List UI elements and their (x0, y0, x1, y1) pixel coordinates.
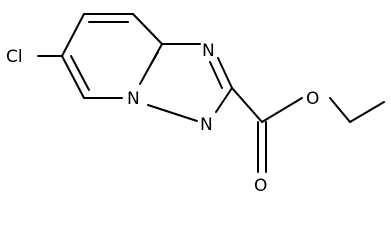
atom-label-o-carbonyl: O (254, 176, 267, 196)
bond-c2-c3 (132, 13, 163, 45)
bond-c5-c6-inner (70, 55, 90, 91)
bond-ch2-ch3 (349, 101, 385, 123)
atom-label-n-top: N (202, 41, 215, 61)
atom-label-cl: Cl (6, 47, 23, 67)
bond-ntop-c2prime-inner (209, 61, 223, 89)
atom-label-n-bridge: N (127, 89, 140, 109)
bond-c2prime-nbottom (215, 87, 233, 113)
bond-ntop-c2prime (217, 57, 233, 89)
bond-c2prime-ccarbonyl (231, 87, 263, 123)
bond-oester-ch2 (329, 97, 351, 123)
bond-c6-c1 (61, 13, 85, 57)
structure-drawing: Cl N N N O O (6, 13, 385, 196)
atom-label-o-ester: O (306, 89, 319, 109)
bond-c5-c6 (61, 55, 85, 99)
chemical-structure: Cl N N N O O (6, 13, 385, 196)
bond-ccarbonyl-oester (261, 97, 303, 123)
bond-c3-ntop-inner (149, 51, 159, 67)
bond-nbottom-nbridge (147, 104, 198, 122)
atom-label-n-bottom: N (200, 115, 213, 135)
